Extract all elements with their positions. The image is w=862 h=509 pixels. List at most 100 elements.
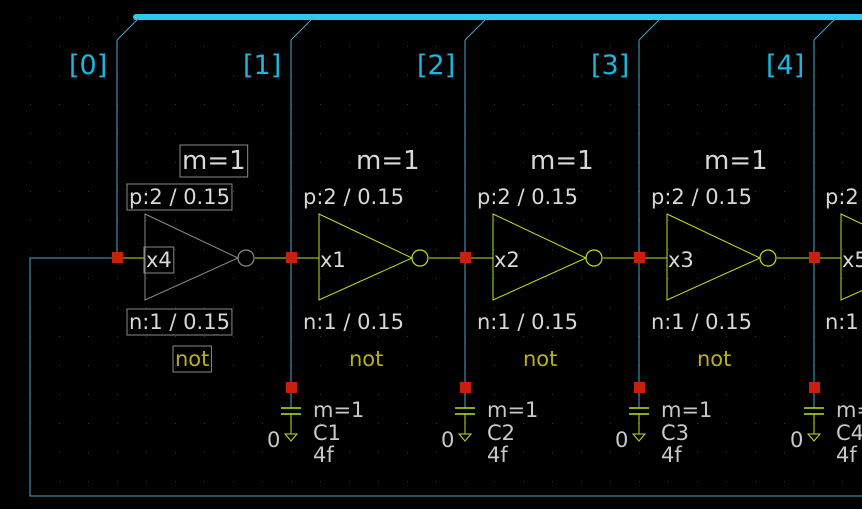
grid-dot — [88, 365, 89, 366]
grid-dot — [436, 220, 437, 221]
bus-label: [0] — [69, 50, 107, 81]
grid-dot — [755, 365, 756, 366]
grid-dot — [755, 481, 756, 482]
grid-dot — [610, 191, 611, 192]
cap-pin-marker[interactable] — [634, 382, 645, 393]
selection-box — [126, 183, 233, 211]
grid-dot — [146, 452, 147, 453]
inverter-bubble — [411, 249, 429, 267]
grid-dot — [639, 452, 640, 453]
inverter-triangle — [144, 213, 240, 301]
nmos-size-label: n:1 / 0.15 — [129, 310, 230, 334]
grid-dot — [262, 336, 263, 337]
grid-dot — [726, 481, 727, 482]
grid-dot — [59, 307, 60, 308]
grid-dot — [407, 162, 408, 163]
grid-dot — [552, 452, 553, 453]
grid-dot — [494, 365, 495, 366]
grid-dot — [30, 191, 31, 192]
grid-dot — [523, 220, 524, 221]
grid-dot — [784, 452, 785, 453]
grid-dot — [233, 452, 234, 453]
grid-dot — [610, 249, 611, 250]
grid-dot — [30, 75, 31, 76]
grid-dot — [233, 104, 234, 105]
grid-dot — [842, 220, 843, 221]
grid-dot — [610, 394, 611, 395]
grid-dot — [842, 278, 843, 279]
cap-value: 4f — [836, 443, 857, 467]
grid-dot — [262, 365, 263, 366]
grid-dot — [581, 162, 582, 163]
grid-dot — [117, 423, 118, 424]
grid-dot — [378, 191, 379, 192]
grid-dot — [552, 249, 553, 250]
grid-dot — [755, 452, 756, 453]
grid-dot — [378, 220, 379, 221]
grid-dot — [610, 104, 611, 105]
capacitor-C4[interactable]: 0m=1C44f — [790, 398, 862, 467]
grid-dot — [494, 452, 495, 453]
net-pin-marker[interactable] — [460, 252, 471, 263]
net-pin-marker[interactable] — [634, 252, 645, 263]
cap-pin-marker[interactable] — [809, 382, 820, 393]
grid-dot — [175, 452, 176, 453]
feedback-wire[interactable] — [29, 257, 862, 497]
grid-dot — [407, 133, 408, 134]
model-label: not — [523, 347, 557, 371]
grid-dot — [59, 278, 60, 279]
grid-dot — [30, 162, 31, 163]
cap-pin-marker[interactable] — [286, 382, 297, 393]
cap-pin-marker[interactable] — [460, 382, 471, 393]
grid-dot — [349, 365, 350, 366]
grid-dot — [697, 394, 698, 395]
grid-dot — [233, 46, 234, 47]
grid-dot — [523, 394, 524, 395]
cap-multiplier: m=1 — [661, 398, 712, 422]
grid-dot — [494, 394, 495, 395]
grid-dot — [378, 423, 379, 424]
grid-dot — [349, 249, 350, 250]
grid-dot — [320, 365, 321, 366]
grid-dot — [552, 394, 553, 395]
grid-dot — [726, 191, 727, 192]
grid-dot — [262, 481, 263, 482]
net-pin-marker[interactable] — [112, 252, 123, 263]
pmos-size-label: p:2 / 0.15 — [129, 185, 230, 209]
grid-dot — [59, 423, 60, 424]
grid-dot — [523, 249, 524, 250]
grid-dot — [436, 133, 437, 134]
net-pin-marker[interactable] — [809, 252, 820, 263]
grid-dot — [88, 423, 89, 424]
grid-dot — [204, 75, 205, 76]
grid-dot — [146, 133, 147, 134]
grid-dot — [610, 133, 611, 134]
grid-dot — [204, 394, 205, 395]
grid-dot — [30, 104, 31, 105]
grid-dot — [581, 423, 582, 424]
grid-dot — [204, 423, 205, 424]
ground-icon — [806, 433, 822, 442]
grid-dot — [378, 249, 379, 250]
grid-dot — [784, 104, 785, 105]
grid-dot — [726, 365, 727, 366]
net-pin-marker[interactable] — [286, 252, 297, 263]
cap-value: 4f — [487, 443, 508, 467]
grid-dot — [726, 307, 727, 308]
ground-net-label: 0 — [615, 428, 628, 452]
grid-dot — [755, 162, 756, 163]
grid-dot — [30, 17, 31, 18]
grid-dot — [262, 452, 263, 453]
grid-dot — [349, 452, 350, 453]
grid-dot — [581, 133, 582, 134]
grid-dot — [494, 307, 495, 308]
